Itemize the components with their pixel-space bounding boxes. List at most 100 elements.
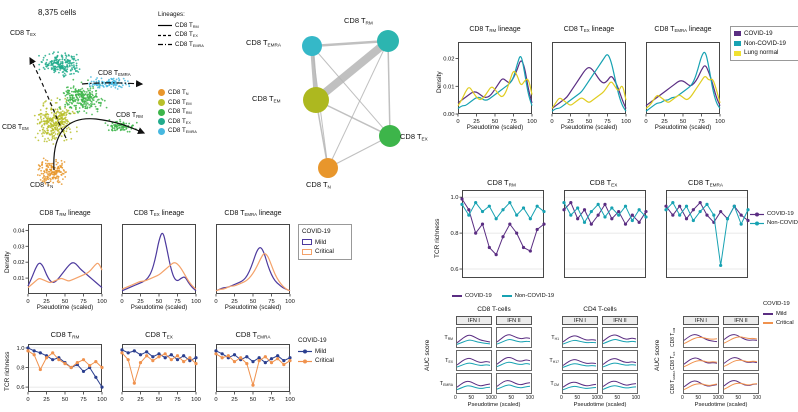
svg-text:0: 0 [644, 119, 647, 125]
facet-row-label: CD8 TRM [670, 327, 681, 348]
legend-label: CD8 TEMRA [175, 40, 204, 50]
legend-label: Non-COVID-19 [767, 219, 798, 226]
subscript: CM [553, 382, 559, 387]
svg-text:100: 100 [97, 299, 107, 305]
legend-swatch [302, 249, 312, 256]
pseudotime-label: Pseudotime (scaled) [573, 402, 627, 408]
svg-text:0: 0 [120, 299, 123, 305]
panel-title: CD8 TRM [20, 330, 110, 340]
svg-text:0.04: 0.04 [13, 228, 25, 234]
subscript: EMRA [185, 130, 197, 135]
legend-swatch [302, 239, 312, 246]
tick-label: 50 [695, 395, 701, 401]
y-axis-label-tcr: TCR richness [434, 218, 441, 258]
svg-text:50: 50 [680, 119, 686, 125]
subscript: RM [136, 114, 143, 120]
subscript: EM [185, 101, 192, 106]
mini-panel-svg [723, 350, 759, 371]
svg-text:75: 75 [604, 119, 610, 125]
svg-text:1.0: 1.0 [450, 195, 458, 201]
facet-header: IFN I [456, 316, 492, 325]
legend-item: COVID-19 [750, 210, 798, 219]
subscript: EX [30, 32, 36, 38]
facet-row-label: TEMRA [436, 381, 453, 387]
tick-label: 100 [752, 395, 761, 401]
facet-row-label: TH17 [542, 358, 559, 364]
svg-text:0.6: 0.6 [450, 267, 458, 273]
facet-header: IFN I [683, 316, 719, 325]
x-axis-label: Pseudotime (scaled) [560, 124, 618, 131]
mini-panel-svg [683, 373, 719, 394]
mini-panel-svg [456, 350, 492, 371]
legend-swatch [298, 349, 312, 354]
subscript: RM [365, 20, 373, 26]
legend-label: Lung normal [744, 49, 779, 57]
subscript: RM [192, 24, 199, 29]
legend-swatch [750, 221, 764, 226]
panel-title: CD8 TEMRA lineage [208, 210, 298, 218]
tick-label: 50 [735, 395, 741, 401]
legend-swatch [734, 40, 741, 46]
umap-scatter-svg [29, 51, 146, 187]
label-text: CD8 T [168, 89, 186, 96]
mini-panel-svg [496, 327, 532, 348]
svg-text:50: 50 [586, 119, 592, 125]
svg-text:75: 75 [80, 397, 86, 403]
legend-item: CD8 TEX [158, 30, 236, 40]
panel-title: CD8 TEX lineage [114, 210, 204, 218]
legend-swatch [158, 34, 172, 36]
label-text: CD8 T [145, 330, 167, 339]
label-text: T [445, 357, 449, 364]
panel-title: CD8 TRM [454, 178, 549, 188]
svg-text:75: 75 [174, 397, 180, 403]
tcr-plot-tex-cohort [562, 190, 648, 278]
tick-label: 100 [591, 395, 600, 401]
mini-panel-svg [562, 350, 598, 371]
label-text: lineage [496, 26, 521, 33]
tick-label: 100 [712, 395, 721, 401]
subscript: EX [583, 28, 590, 34]
line-chart-svg [562, 190, 648, 278]
svg-text:0: 0 [26, 299, 29, 305]
svg-text:75: 75 [268, 397, 274, 403]
legend-swatch [158, 127, 165, 135]
legend-item: Critical [763, 319, 798, 328]
svg-text:25: 25 [473, 119, 479, 125]
subscript: RM [72, 334, 80, 340]
subscript: EX [166, 334, 173, 340]
network-label-trm: CD8 TRM [344, 16, 373, 26]
tick-label: 0 [560, 395, 563, 401]
lineage-network [240, 8, 435, 198]
tick-label: 50 [468, 395, 474, 401]
label-text: CD8 T [670, 379, 676, 394]
subscript: EMRA [267, 42, 281, 48]
label-text: CD8 T [670, 355, 676, 370]
legend-label: Critical [315, 357, 334, 365]
subscript: H17 [552, 359, 559, 364]
svg-text:25: 25 [43, 397, 49, 403]
label-text: CD8 T [175, 31, 193, 39]
svg-text:75: 75 [80, 299, 86, 305]
group-title: CD8 T-cells [477, 306, 511, 313]
panel-title: CD8 TEMRA [658, 178, 753, 188]
x-axis-label: Pseudotime (scaled) [654, 124, 712, 131]
subscript: RM [185, 111, 192, 116]
label-text: CD8 T [235, 330, 258, 339]
label-text: CD8 T [175, 21, 193, 29]
subscript: RM [59, 212, 67, 218]
